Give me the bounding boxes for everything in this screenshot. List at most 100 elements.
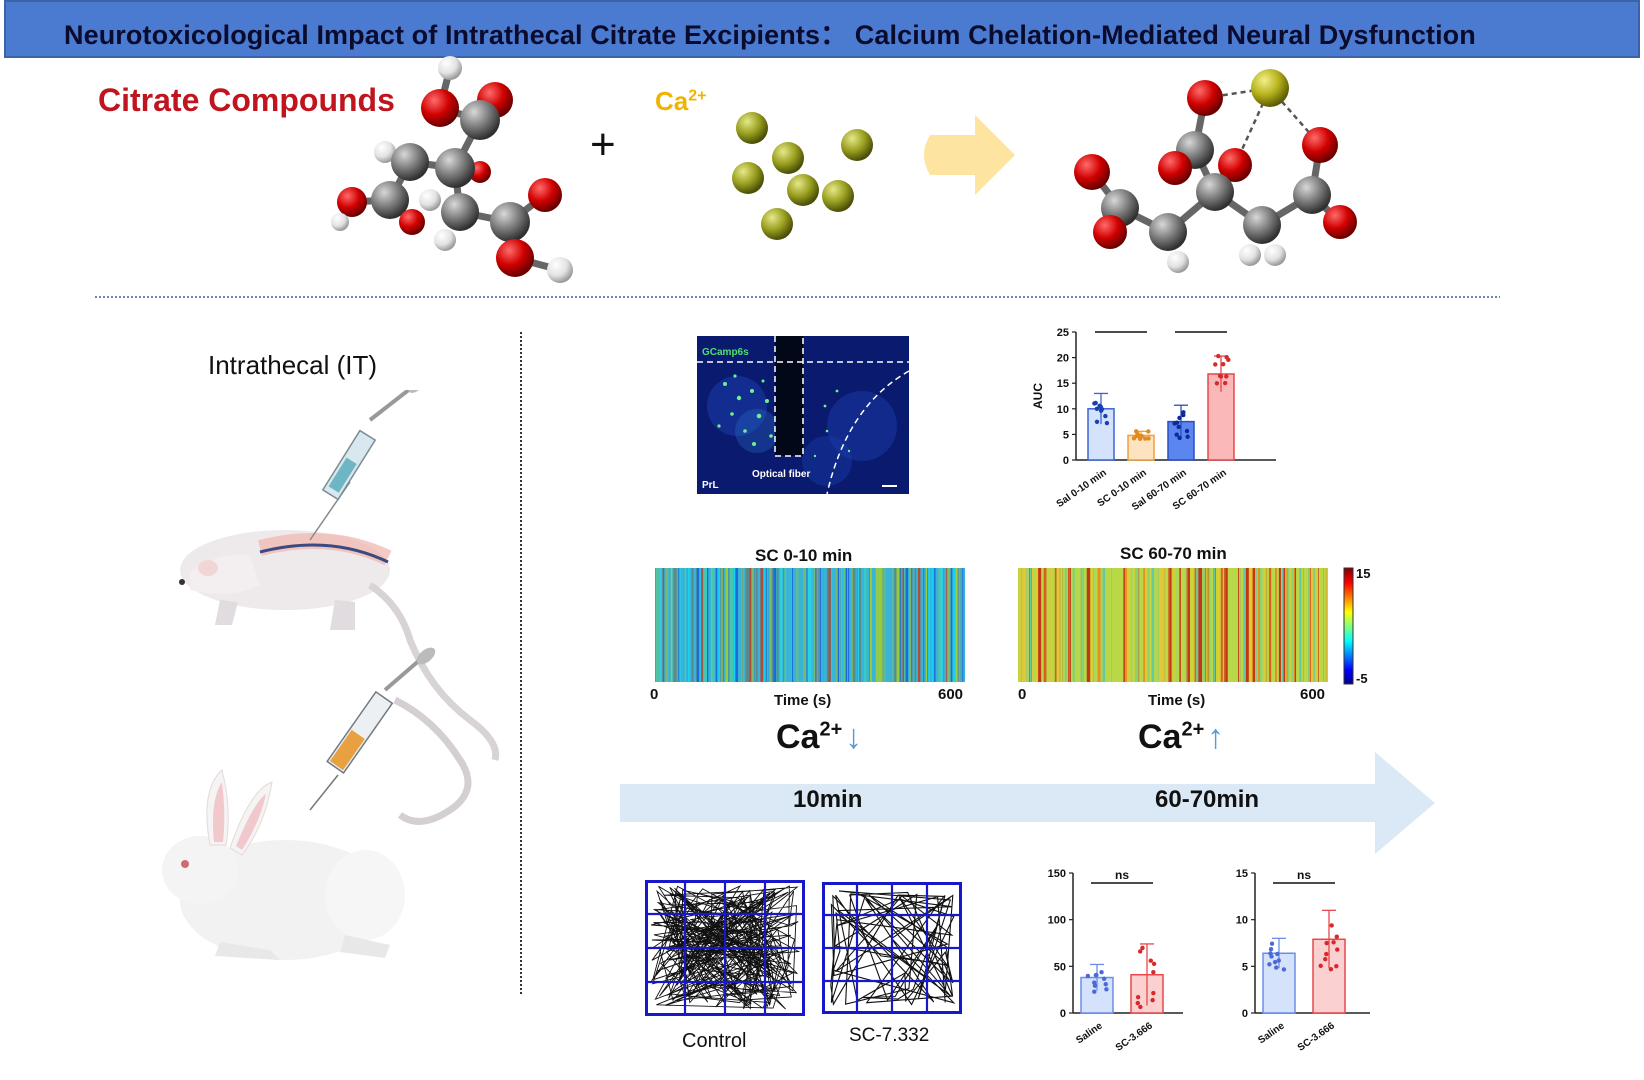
heatmap-stripe [863,568,866,682]
heatmap-stripe [892,568,894,682]
data-point [1138,1004,1143,1010]
heatmap-stripe [962,568,964,682]
calcium-label-sup: 2+ [688,87,707,105]
significance-label: ns [1297,868,1311,882]
heatmap-stripe [731,568,733,682]
heatmap-stripe [1035,568,1039,682]
heatmap-stripe [1098,568,1102,682]
data-point [1324,951,1329,957]
heatmap-stripe [729,568,733,682]
heatmap-stripe [1220,568,1223,682]
heatmap-stripe [819,568,821,682]
y-tick-label: 10 [1057,404,1069,416]
up-arrow-icon: ↑ [1207,718,1224,756]
citrate-atoms [331,56,573,283]
data-point [1101,976,1107,981]
citrate-label: Citrate Compounds [98,82,395,118]
heatmap-stripe [1093,568,1096,682]
heatmap-stripe [760,568,764,682]
heatmap-stripe [869,568,872,682]
data-point [1177,435,1182,441]
data-point [1272,959,1278,965]
heatmap-stripe [830,568,833,682]
heatmap-stripe [826,568,829,682]
timeline-label-10min: 10min [793,786,863,813]
heatmap-stripe [1161,568,1164,682]
syringe-1-illustration [309,390,424,541]
heatmap-stripe [933,568,936,682]
heatmap-stripe [733,568,736,682]
heatmap-stripe [1275,568,1277,682]
heatmap-stripe [1051,568,1053,682]
heatmap-stripe [905,568,909,682]
heatmap-stripe [1058,568,1061,682]
data-point [1269,954,1274,959]
heatmap-stripe [1164,568,1166,682]
heatmap-stripe [1268,568,1272,682]
heatmap-stripe [837,568,840,682]
y-tick-label: 50 [1054,961,1066,973]
heatmap-stripe [1217,568,1220,682]
heatmap-stripe [940,568,944,682]
heatmap-stripe [711,568,715,682]
heatmap-left-xlabel: Time (s) [774,692,832,709]
heatmap-stripe [796,568,799,682]
heatmap-stripe [751,568,753,682]
heatmap-stripe [852,568,856,682]
y-tick-label: 100 [1048,915,1066,927]
data-point [1328,967,1334,972]
heatmap-stripe [763,568,766,682]
heatmap-stripe [769,568,772,682]
heatmap-stripe [938,568,939,682]
calcium-ions [732,112,873,240]
heatmap-stripe [1165,568,1168,682]
heatmap-left-x-start: 0 [650,686,659,703]
heatmap-stripe [1184,568,1187,682]
y-tick-label: 15 [1057,378,1069,390]
heatmap-stripe [710,568,712,682]
heatmap-stripe [888,568,890,682]
data-point [1094,972,1099,978]
y-axis-label: AUC [1031,383,1045,409]
heatmap-stripe [1027,568,1030,682]
ca-increase-sup: 2+ [1181,718,1205,741]
heatmap-stripe [1291,568,1292,682]
heatmap-stripe [784,568,787,682]
heatmap-stripe [1157,568,1159,682]
heatmap-stripe [873,568,876,682]
heatmap-stripe [840,568,843,682]
data-point [1093,400,1098,406]
data-point [1176,424,1181,430]
heatmap-stripe [843,568,845,682]
heatmap-stripe [1226,568,1228,682]
ca-increase-text: Ca [1138,718,1182,756]
page-title: Neurotoxicological Impact of Intrathecal… [64,20,1476,50]
heatmap-stripe [881,568,884,682]
heatmap-stripe [655,568,659,682]
heatmap-stripe [740,568,743,682]
heatmap-stripe [659,568,661,682]
data-point [1216,353,1221,359]
heatmap-stripe [869,568,870,682]
heatmap-stripe [902,568,905,682]
track-control [645,880,805,1016]
heatmap-stripe [1283,568,1286,682]
calcium-label: Ca2+ [655,86,707,117]
heatmap-left-x-end: 600 [938,686,964,703]
heatmap-stripe [662,568,665,682]
heatmap-stripe [1051,568,1054,682]
heatmap-stripe [1260,568,1262,682]
ca-increase-label: Ca2+ [1138,718,1204,757]
data-point [1146,436,1151,441]
heatmap-stripe [876,568,879,682]
heatmap-stripe [1068,568,1070,682]
ca-decrease-sup: 2+ [819,718,843,741]
heatmap-stripe [792,568,795,682]
heatmap-stripe [1120,568,1122,682]
data-point [1281,967,1287,972]
down-arrow-icon: ↓ [845,718,862,756]
heatmap-stripe [884,568,886,682]
heatmap-stripe [900,568,902,682]
heatmap-stripe [1087,568,1091,682]
heatmap-stripe [1186,568,1189,682]
